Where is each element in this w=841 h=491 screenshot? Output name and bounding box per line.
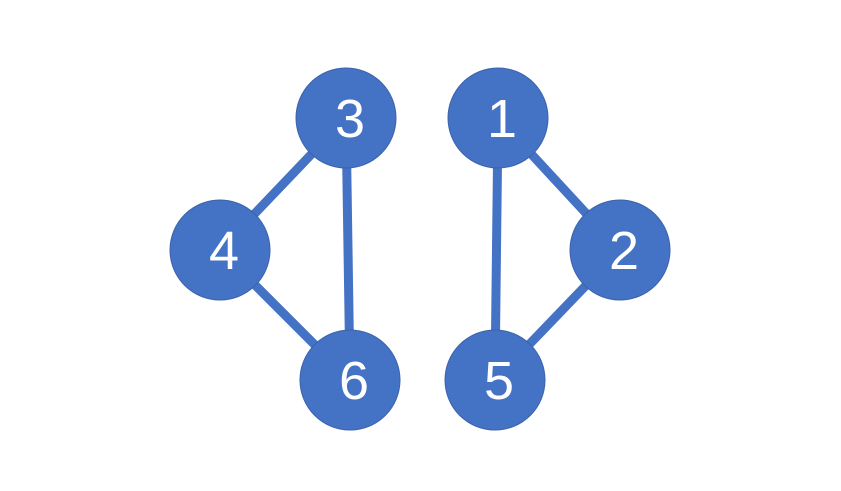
graph-node-label-6: 6 — [339, 351, 369, 411]
graph-node-label-5: 5 — [484, 351, 514, 411]
graph-node-6[interactable]: 6 — [299, 329, 401, 431]
graph-node-circle-4[interactable] — [169, 199, 271, 301]
graph-node-circle-2[interactable] — [569, 199, 671, 301]
graph-node-1[interactable]: 1 — [447, 67, 549, 169]
graph-node-label-3: 3 — [335, 89, 365, 149]
edges-layer — [216, 114, 624, 384]
graph-node-2[interactable]: 2 — [569, 199, 671, 301]
graph-node-label-2: 2 — [609, 221, 639, 281]
graph-node-circle-1[interactable] — [447, 67, 549, 169]
graph-node-label-1: 1 — [487, 89, 517, 149]
nodes-layer: 3 4 6 1 2 5 — [169, 67, 671, 431]
graph-node-5[interactable]: 5 — [444, 329, 546, 431]
graph-node-3[interactable]: 3 — [295, 67, 397, 169]
graph-node-circle-3[interactable] — [295, 67, 397, 169]
graph-node-4[interactable]: 4 — [169, 199, 271, 301]
graph-node-circle-5[interactable] — [444, 329, 546, 431]
graph-node-circle-6[interactable] — [299, 329, 401, 431]
graph-node-label-4: 4 — [209, 221, 239, 281]
